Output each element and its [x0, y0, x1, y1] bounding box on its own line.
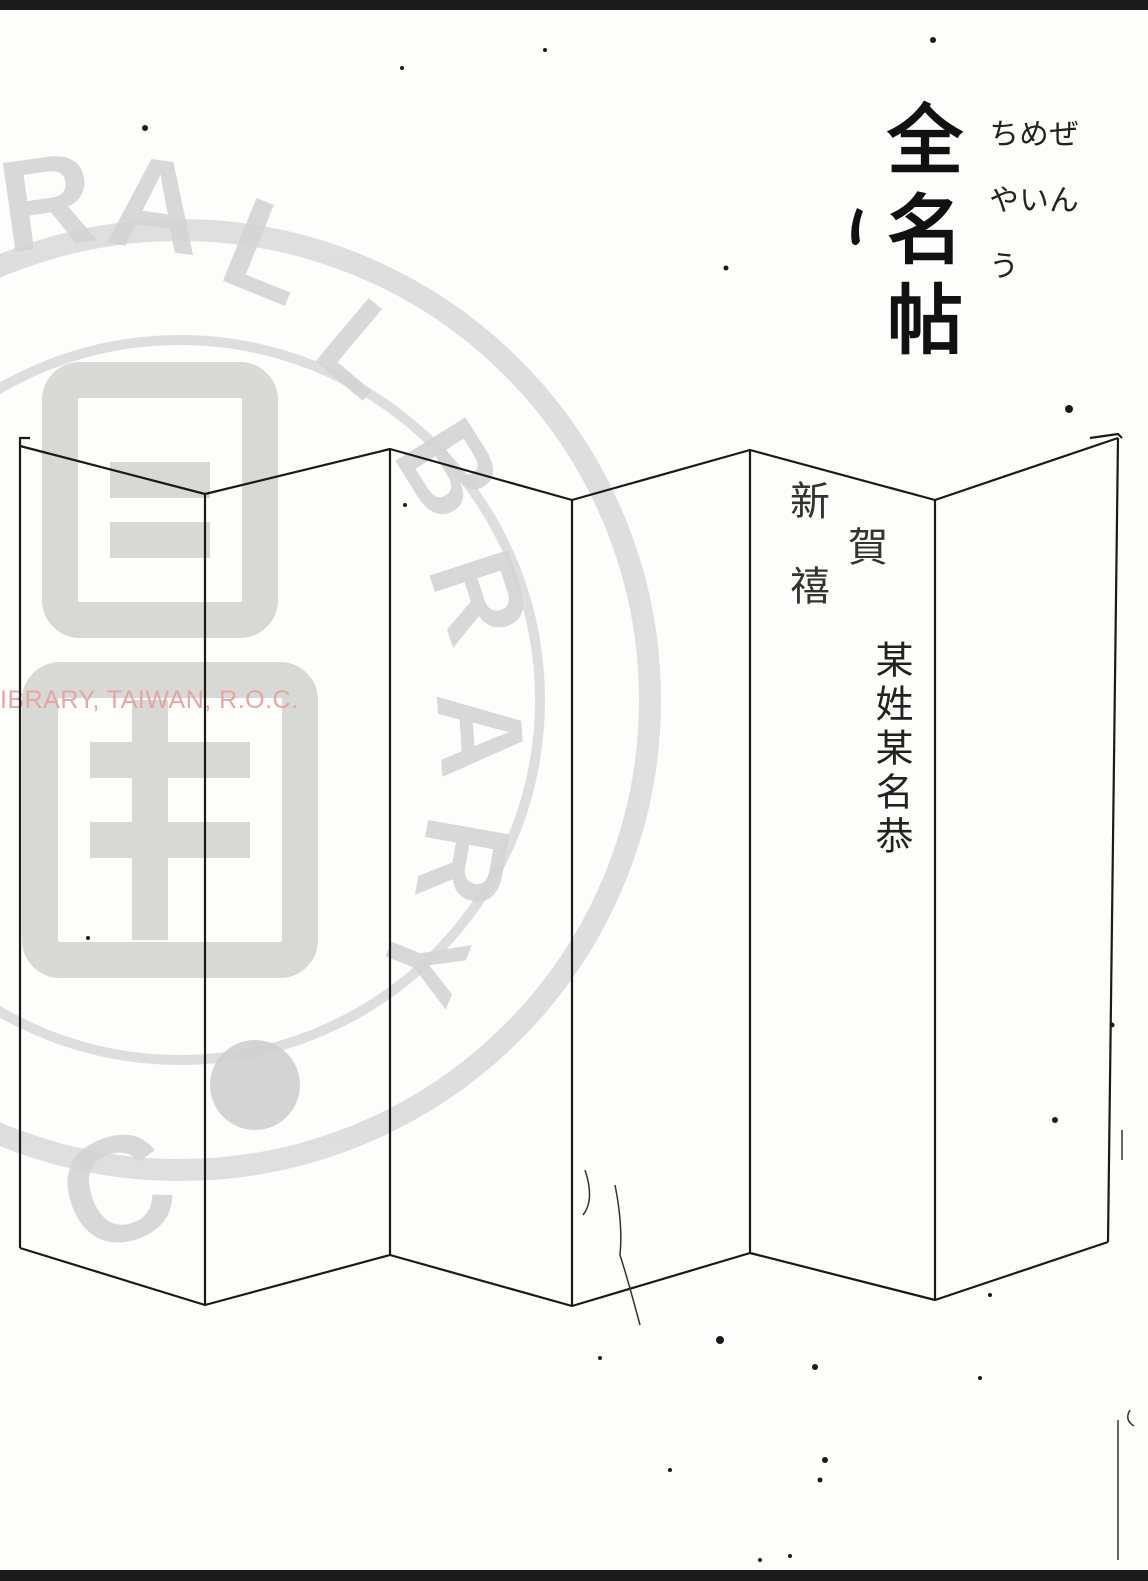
watermark-text: IBRARY, TAIWAN, R.O.C. — [0, 686, 299, 714]
svg-text:A: A — [100, 126, 213, 284]
title-reading: ぜん めい ちやう — [983, 118, 1078, 316]
title-reading-1: ぜん — [1043, 118, 1078, 250]
svg-text:R: R — [0, 123, 104, 281]
screen-greeting-char-3: 禧 — [783, 564, 829, 621]
screen-signature: 某姓某名恭 — [869, 640, 913, 860]
screen-greeting-char-1: 新 — [783, 480, 829, 536]
page-title: 全名帖 — [874, 100, 963, 370]
screen-greeting-line-1: 新 禧 — [783, 480, 829, 621]
svg-text:A: A — [411, 686, 551, 782]
title-reading-2: めい — [1013, 118, 1048, 250]
bottom-border — [0, 1570, 1148, 1581]
title-reading-3: ちやう — [983, 118, 1018, 316]
top-border — [0, 0, 1148, 10]
screen-greeting-line-2: 賀 — [841, 526, 887, 566]
